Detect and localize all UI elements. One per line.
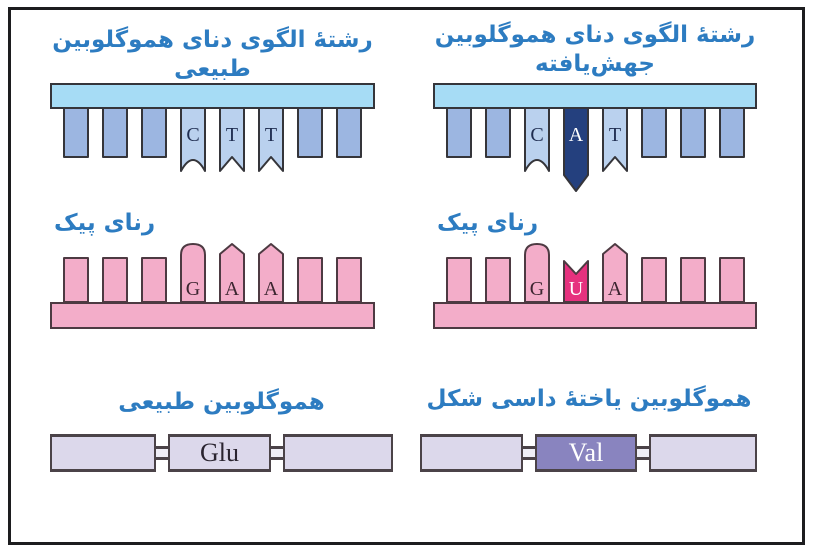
mrna-tooth xyxy=(336,257,362,303)
mrna-tooth xyxy=(718,257,745,303)
tooth-letter: C xyxy=(186,124,199,146)
mrna-tooth xyxy=(297,257,323,303)
tooth-letter: A xyxy=(607,278,622,300)
mrna-tooth xyxy=(141,257,167,303)
dna-tooth-A: A xyxy=(562,107,589,192)
dna-tooth-T: T xyxy=(219,107,245,172)
tooth-letter: T xyxy=(608,124,620,146)
mrna-label-right: رنای پیک xyxy=(437,210,539,236)
tooth-letter: G xyxy=(186,278,200,300)
heading-dna-left: رشتهٔ الگوی دنای هموگلوبین طبیعی xyxy=(52,27,373,82)
peptide-bond-connector xyxy=(271,446,283,460)
mrna-tooth xyxy=(445,257,472,303)
mrna-tooth-A: A xyxy=(258,243,284,303)
segment-label: Glu xyxy=(200,438,239,467)
tooth-letter: C xyxy=(530,124,543,146)
protein-segment-val: Val xyxy=(535,434,637,472)
mrna-label-left: رنای پیک xyxy=(54,210,156,236)
dna-backbone-left xyxy=(50,83,375,109)
mrna-backbone-right xyxy=(433,302,757,329)
mrna-tooth xyxy=(63,257,89,303)
dna-tooth xyxy=(484,107,511,158)
dna-tooth xyxy=(297,107,323,158)
mrna-tooth-A: A xyxy=(219,243,245,303)
tooth-letter: T xyxy=(265,124,277,146)
mrna-tooth-G: G xyxy=(523,243,550,303)
heading-protein-left: هموگلوبین طبیعی xyxy=(118,389,325,415)
dna-tooth xyxy=(640,107,667,158)
protein-segment xyxy=(420,434,523,472)
tooth-letter: U xyxy=(568,278,583,300)
dna-backbone-right xyxy=(433,83,757,109)
tooth-letter: T xyxy=(226,124,238,146)
protein-segment xyxy=(649,434,757,472)
peptide-bond-connector xyxy=(156,446,168,460)
mrna-tooth-U: U xyxy=(562,260,589,303)
dna-tooth xyxy=(141,107,167,158)
mrna-tooth-G: G xyxy=(180,243,206,303)
dna-tooth-C: C xyxy=(180,107,206,172)
figure-border xyxy=(8,7,805,545)
mrna-tooth xyxy=(679,257,706,303)
heading-protein-right: هموگلوبین یاختهٔ داسی شکل xyxy=(426,386,752,412)
mrna-backbone-left xyxy=(50,302,375,329)
tooth-letter: G xyxy=(529,278,543,300)
tooth-letter: A xyxy=(568,124,583,146)
dna-tooth xyxy=(718,107,745,158)
mrna-tooth xyxy=(102,257,128,303)
protein-segment-glu: Glu xyxy=(168,434,271,472)
peptide-bond-connector xyxy=(523,446,535,460)
dna-tooth xyxy=(63,107,89,158)
protein-chain-right: Val xyxy=(420,434,758,472)
tooth-letter: A xyxy=(264,278,279,300)
dna-tooth xyxy=(679,107,706,158)
mrna-tooth xyxy=(484,257,511,303)
protein-chain-left: Glu xyxy=(50,434,393,472)
heading-dna-right: رشتهٔ الگوی دنای هموگلوبین جهش‌یافته xyxy=(434,22,756,77)
peptide-bond-connector xyxy=(637,446,649,460)
mrna-tooth xyxy=(640,257,667,303)
dna-tooth-T: T xyxy=(258,107,284,172)
protein-segment xyxy=(50,434,156,472)
mrna-tooth-A: A xyxy=(601,243,628,303)
dna-tooth xyxy=(102,107,128,158)
dna-tooth xyxy=(336,107,362,158)
segment-label: Val xyxy=(568,438,604,467)
protein-segment xyxy=(283,434,393,472)
dna-tooth xyxy=(445,107,472,158)
dna-tooth-T: T xyxy=(601,107,628,172)
dna-tooth-C: C xyxy=(523,107,550,172)
tooth-letter: A xyxy=(225,278,240,300)
